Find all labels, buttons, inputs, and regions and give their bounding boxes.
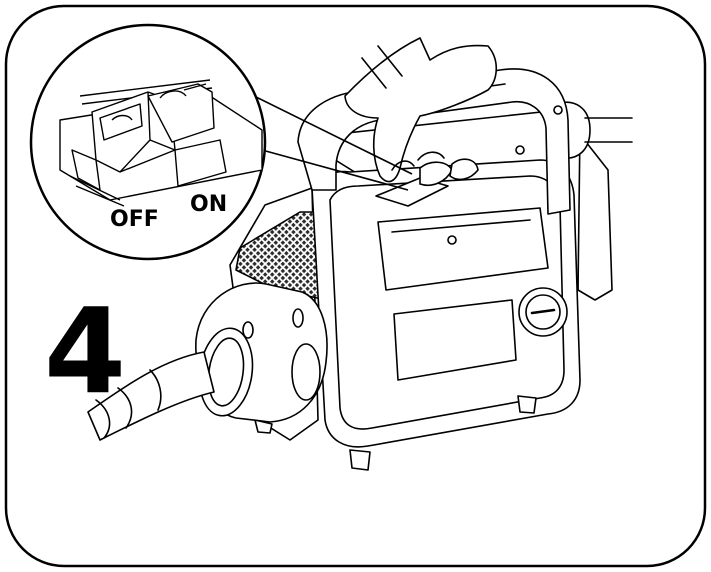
callout-leader-lines [253,95,413,191]
off-label: OFF [110,207,159,232]
on-label: ON [190,192,228,217]
step-number: 4 [44,282,127,420]
dryer-device [87,37,633,471]
frame-border [4,4,707,568]
air-hose [87,351,215,441]
hand [344,37,498,183]
